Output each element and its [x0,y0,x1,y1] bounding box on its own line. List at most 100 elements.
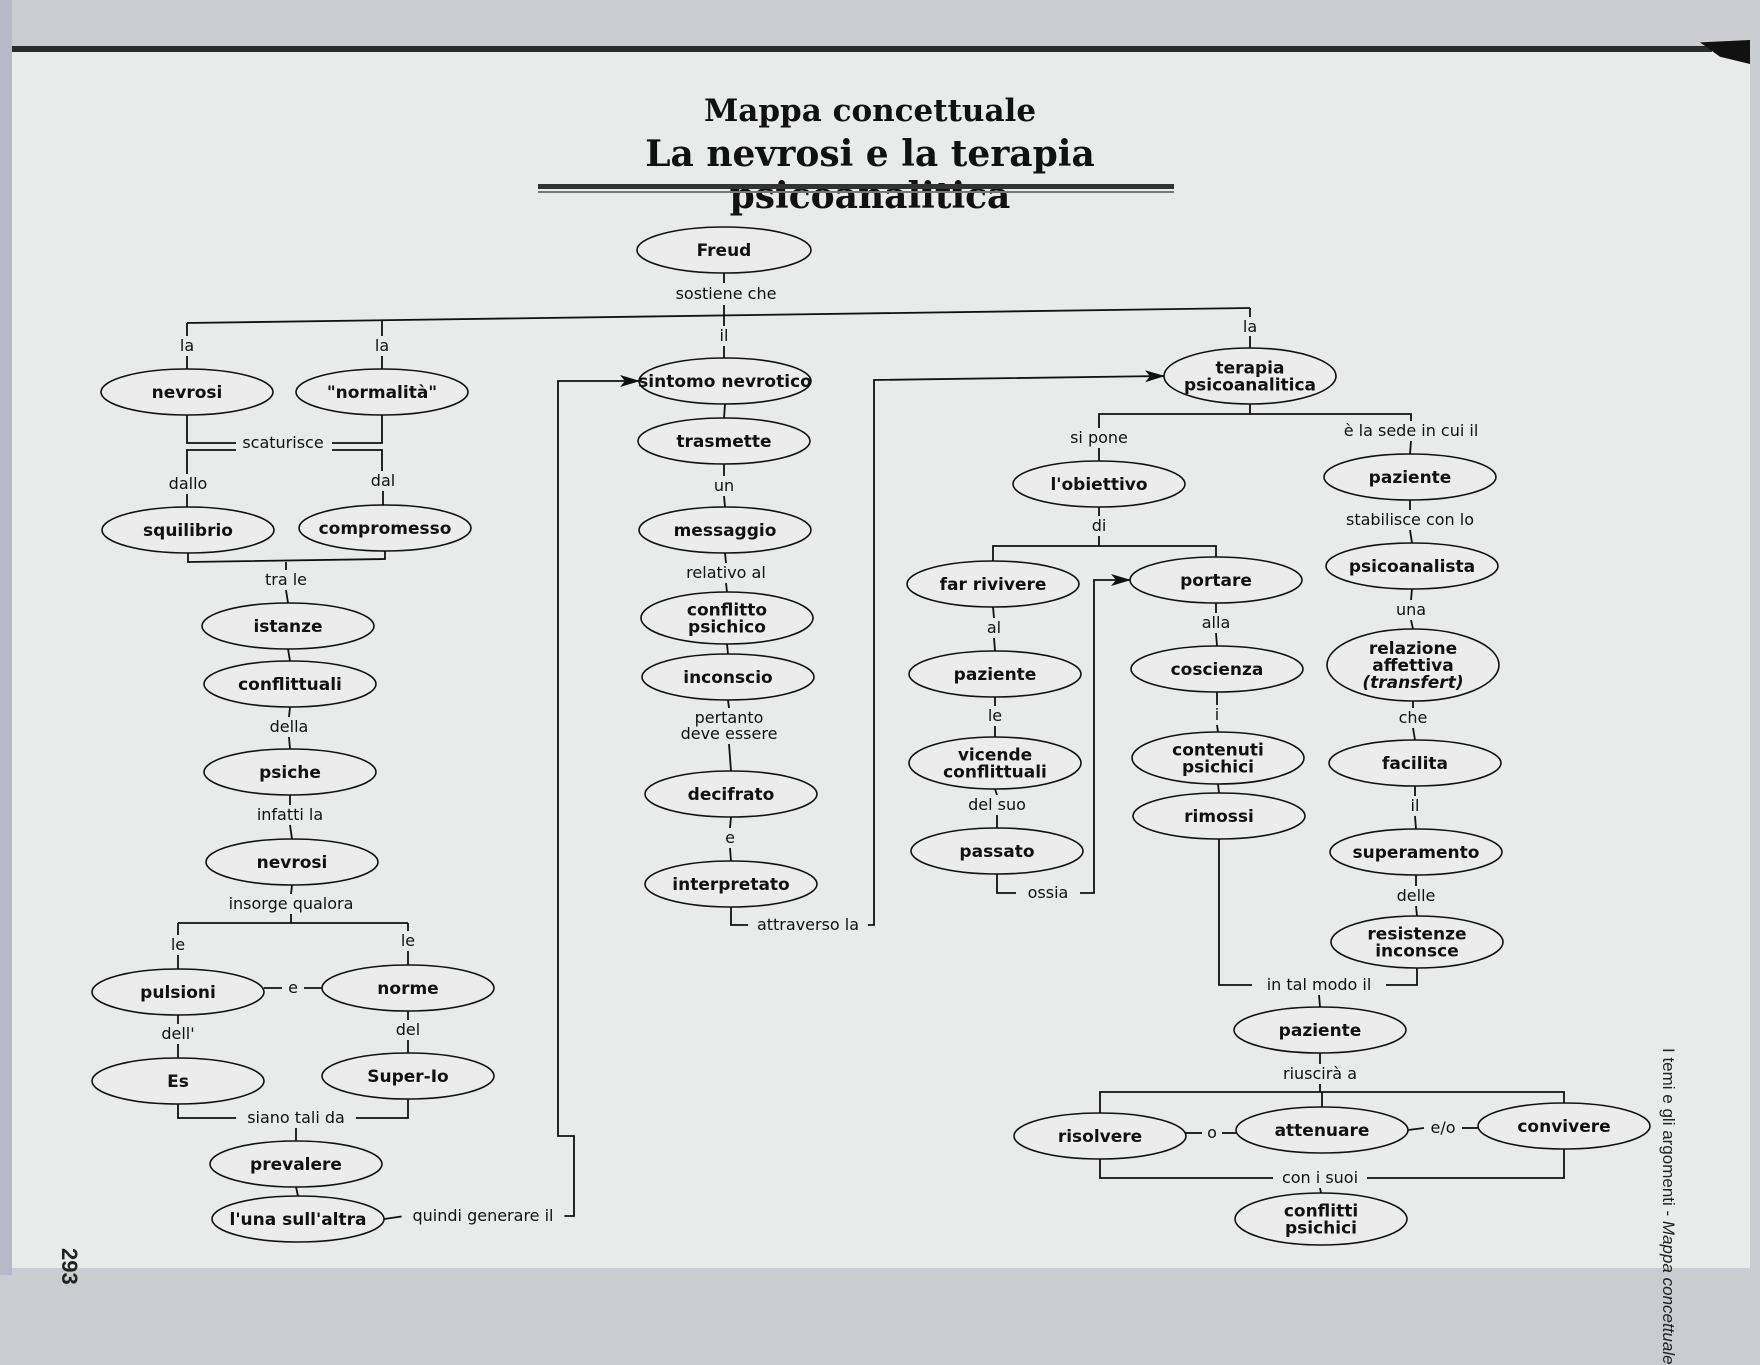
node-label-contenuti: psichici [1182,758,1254,778]
link-bg-sipone [1064,428,1134,446]
link-di: di [1086,516,1112,535]
connector-57 [1250,413,1412,421]
node-label-attenuare: attenuare [1275,1121,1370,1141]
link-o: o [1203,1123,1221,1142]
node-shape-interpretato [644,860,818,908]
connector-89 [1319,1187,1322,1194]
link-stabilisce: stabilisce con lo [1332,510,1488,529]
node-label-psiche: psiche [259,763,321,783]
connector-93 [1410,619,1414,630]
node-label-messaggio: messaggio [674,521,777,541]
map-title: Mappa concettuale [703,93,1037,129]
node-label-relazione: affettiva [1372,656,1453,676]
link-bg-o [1203,1123,1221,1141]
node-label-norme: norme [377,979,438,999]
node-shape-nevrosi2 [205,838,379,886]
link-il1: il [711,326,737,345]
top-rule [12,46,1712,52]
node-risolvere: risolvere [1013,1112,1187,1160]
node-inconscio: inconscio [641,653,815,701]
link-quindi: quindi generare il [401,1206,565,1225]
node-trasmette: trasmette [637,417,811,465]
connector-46 [723,495,726,508]
connector-62 [992,545,1217,561]
node-psiche: psiche [203,748,377,796]
link-bg-i [1208,705,1226,723]
node-shape-conflittuali [203,660,377,708]
node-label-decifrato: decifrato [688,785,775,805]
node-label-pulsioni: pulsioni [140,983,216,1003]
link-bg-di [1086,516,1112,534]
link-label-la1: la [180,336,194,355]
node-paziente2: paziente [1323,453,1497,501]
node-prevalere: prevalere [209,1140,383,1188]
link-sede: è la sede in cui il [1325,421,1497,440]
connector-59 [1409,440,1412,455]
link-sipone: si pone [1064,428,1134,447]
node-shape-norme [321,964,495,1012]
link-bg-che [1396,708,1430,726]
connector-2 [186,307,1251,324]
connector-11 [186,415,236,444]
node-shape-paziente1 [908,650,1082,698]
link-bg-al [981,618,1007,636]
link-bg-e1 [284,978,302,996]
connector-75 [1217,783,1220,794]
connector-19 [285,589,289,604]
node-label-nevrosi2: nevrosi [257,853,328,873]
link-bg-relativo [674,563,778,581]
node-compromesso: compromesso [298,504,472,552]
node-shape-lunasullaltra [211,1195,385,1243]
connector-14 [332,449,383,471]
node-shape-conflittopsichico [640,591,814,645]
link-label-trale: tra le [265,570,307,589]
node-label-superamento: superamento [1353,843,1480,863]
arrow-connector-55 [866,370,1165,926]
link-la3: la [1237,317,1263,336]
link-label-una: una [1396,600,1426,619]
node-convivere: convivere [1477,1102,1651,1150]
link-label-delsuo: del suo [968,795,1026,814]
node-shape-rimossi [1132,792,1306,840]
node-facilita: facilita [1328,739,1502,787]
link-conisuoi: con i suoi [1273,1168,1367,1187]
node-label-paziente2: paziente [1369,468,1452,488]
connector-87 [1099,1159,1276,1179]
connector-47 [724,552,727,564]
link-sostiene: sostiene che [670,284,782,303]
link-dell: dell' [152,1024,204,1043]
node-label-rimossi: rimossi [1184,807,1254,827]
node-istanze: istanze [201,602,375,650]
link-bg-trale [256,570,316,588]
link-e2: e [721,828,739,847]
connector-25 [290,884,293,895]
link-la2: la [369,336,395,355]
node-label-terapia: terapia [1216,359,1285,379]
node-label-istanze: istanze [253,617,322,637]
connector-21 [288,706,291,718]
map-subtitle: La nevrosi e la terapia psicoanalitica [645,133,1095,217]
connector-88 [1364,1149,1565,1179]
link-bg-sede [1325,421,1497,439]
link-bg-attraverso [748,915,868,933]
link-label-le1: le [171,935,185,954]
link-label-riuscira: riuscirà a [1283,1064,1357,1083]
node-norme: norme [321,964,495,1012]
node-es: Es [91,1057,265,1105]
link-la1: la [174,336,200,355]
connector-17 [187,551,386,563]
page-number: 293 [57,1248,82,1285]
node-shape-psicoanalista [1325,542,1499,590]
link-bg-le3 [982,706,1008,724]
node-label-farrivivere: far rivivere [940,575,1047,595]
connector-74 [1216,724,1219,733]
node-shape-risolvere [1013,1112,1187,1160]
link-bg-insorge [222,894,360,912]
node-obiettivo: l'obiettivo [1012,460,1186,508]
link-label-al: al [987,618,1001,637]
connector-lines [177,273,1565,1220]
link-il2: il [1402,796,1428,815]
